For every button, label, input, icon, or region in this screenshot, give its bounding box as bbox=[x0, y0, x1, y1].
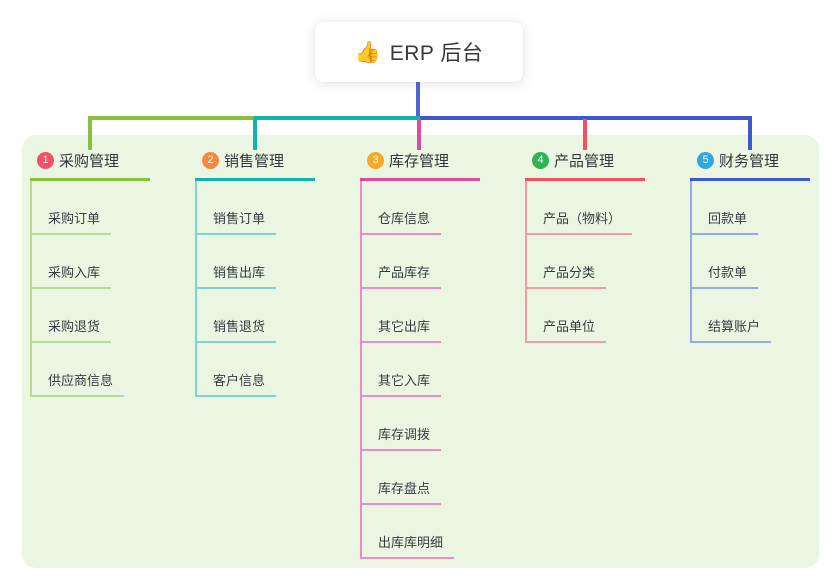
child-node-label: 产品库存 bbox=[362, 262, 442, 289]
child-node[interactable]: 销售订单 bbox=[197, 181, 325, 235]
child-node[interactable]: 销售出库 bbox=[197, 235, 325, 289]
child-node[interactable]: 产品库存 bbox=[362, 235, 490, 289]
branch-label: 产品管理 bbox=[554, 153, 615, 170]
child-node[interactable]: 客户信息 bbox=[197, 343, 325, 397]
branch-header[interactable]: 4 产品管理 bbox=[525, 147, 645, 181]
child-node[interactable]: 产品分类 bbox=[527, 235, 655, 289]
branch-header[interactable]: 2 销售管理 bbox=[195, 147, 315, 181]
child-node-label: 产品单位 bbox=[527, 316, 607, 343]
branch-header[interactable]: 3 库存管理 bbox=[360, 147, 480, 181]
branch-children: 仓库信息产品库存其它出库其它入库库存调拨库存盘点出库库明细 bbox=[360, 181, 490, 559]
branch-drop-line-1 bbox=[88, 119, 92, 150]
branch-children: 采购订单采购入库采购退货供应商信息 bbox=[30, 181, 160, 397]
thumbs-up-icon: 👍 bbox=[354, 40, 381, 64]
branch-label: 销售管理 bbox=[224, 153, 285, 170]
child-node[interactable]: 采购退货 bbox=[32, 289, 160, 343]
child-node-label: 库存调拨 bbox=[362, 424, 442, 451]
child-node-label: 产品分类 bbox=[527, 262, 607, 289]
child-node[interactable]: 产品（物料） bbox=[527, 181, 655, 235]
branch-label: 财务管理 bbox=[719, 153, 780, 170]
child-node[interactable]: 供应商信息 bbox=[32, 343, 160, 397]
child-node-label: 供应商信息 bbox=[32, 370, 125, 397]
branch-header[interactable]: 5 财务管理 bbox=[690, 147, 810, 181]
child-node[interactable]: 其它入库 bbox=[362, 343, 490, 397]
root-connector-line bbox=[416, 82, 420, 118]
connector-segment-1 bbox=[88, 116, 254, 120]
branch-column-1: 1 采购管理 采购订单采购入库采购退货供应商信息 bbox=[30, 147, 160, 397]
branch-drop-line-4 bbox=[583, 119, 587, 150]
child-node-label: 库存盘点 bbox=[362, 478, 442, 505]
child-node-label: 回款单 bbox=[692, 208, 759, 235]
child-node[interactable]: 回款单 bbox=[692, 181, 820, 235]
child-node-label: 销售出库 bbox=[197, 262, 277, 289]
child-node[interactable]: 库存调拨 bbox=[362, 397, 490, 451]
connector-segment-2 bbox=[254, 116, 420, 120]
child-node[interactable]: 销售退货 bbox=[197, 289, 325, 343]
child-node-label: 采购入库 bbox=[32, 262, 112, 289]
child-node-label: 其它入库 bbox=[362, 370, 442, 397]
child-node[interactable]: 出库库明细 bbox=[362, 505, 490, 559]
child-node-label: 付款单 bbox=[692, 262, 759, 289]
root-node-label: ERP 后台 bbox=[389, 42, 484, 65]
branch-number-badge: 4 bbox=[532, 152, 549, 169]
child-node-label: 其它出库 bbox=[362, 316, 442, 343]
branch-column-2: 2 销售管理 销售订单销售出库销售退货客户信息 bbox=[195, 147, 325, 397]
branch-drop-line-5 bbox=[748, 119, 752, 150]
child-node-label: 销售订单 bbox=[197, 208, 277, 235]
branch-number-badge: 1 bbox=[37, 152, 54, 169]
child-node-label: 出库库明细 bbox=[362, 532, 455, 559]
branch-label: 库存管理 bbox=[389, 153, 450, 170]
branch-header[interactable]: 1 采购管理 bbox=[30, 147, 150, 181]
branch-number-badge: 3 bbox=[367, 152, 384, 169]
branch-children: 产品（物料） 产品分类产品单位 bbox=[525, 181, 655, 343]
branch-label: 采购管理 bbox=[59, 153, 120, 170]
child-node[interactable]: 采购订单 bbox=[32, 181, 160, 235]
child-node-label: 客户信息 bbox=[197, 370, 277, 397]
child-node-label: 结算账户 bbox=[692, 316, 772, 343]
branches-panel bbox=[22, 135, 819, 568]
branch-drop-line-3 bbox=[417, 119, 421, 150]
child-node[interactable]: 结算账户 bbox=[692, 289, 820, 343]
branch-number-badge: 2 bbox=[202, 152, 219, 169]
child-node-label: 产品（物料） bbox=[527, 208, 633, 235]
child-node-label: 采购退货 bbox=[32, 316, 112, 343]
branch-drop-line-2 bbox=[253, 119, 257, 150]
root-node[interactable]: 👍 ERP 后台 bbox=[315, 22, 523, 82]
child-node-label: 销售退货 bbox=[197, 316, 277, 343]
branch-column-3: 3 库存管理 仓库信息产品库存其它出库其它入库库存调拨库存盘点出库库明细 bbox=[360, 147, 490, 559]
branch-children: 回款单付款单结算账户 bbox=[690, 181, 820, 343]
child-node[interactable]: 产品单位 bbox=[527, 289, 655, 343]
child-node[interactable]: 库存盘点 bbox=[362, 451, 490, 505]
branch-number-badge: 5 bbox=[697, 152, 714, 169]
child-node[interactable]: 仓库信息 bbox=[362, 181, 490, 235]
child-node[interactable]: 付款单 bbox=[692, 235, 820, 289]
branch-column-5: 5 财务管理 回款单付款单结算账户 bbox=[690, 147, 820, 343]
branch-children: 销售订单销售出库销售退货客户信息 bbox=[195, 181, 325, 397]
branch-column-4: 4 产品管理 产品（物料） 产品分类产品单位 bbox=[525, 147, 655, 343]
child-node[interactable]: 采购入库 bbox=[32, 235, 160, 289]
connector-segment-3 bbox=[420, 116, 752, 120]
child-node-label: 采购订单 bbox=[32, 208, 112, 235]
child-node[interactable]: 其它出库 bbox=[362, 289, 490, 343]
child-node-label: 仓库信息 bbox=[362, 208, 442, 235]
